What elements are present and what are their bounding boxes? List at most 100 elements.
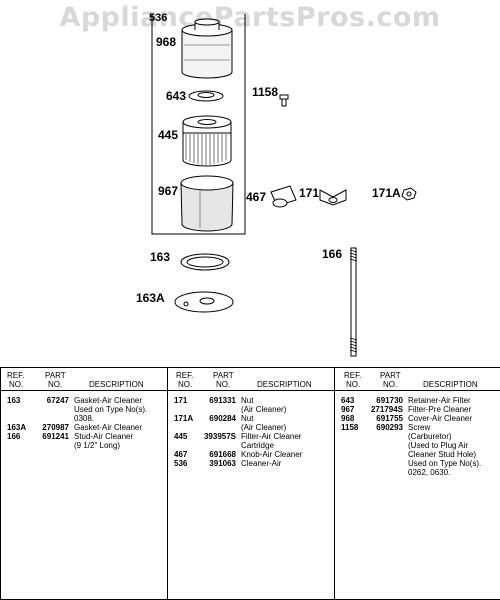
part-number: 690284 <box>209 414 236 423</box>
callout-643: 643 <box>166 89 187 103</box>
table-row: 0262, 0630. <box>335 468 500 477</box>
pre-cleaner-filter <box>180 175 234 232</box>
part-number: 690293 <box>376 423 403 432</box>
watermark: AppliancePartsPros.com <box>59 2 441 33</box>
ref-number: 968 <box>341 414 355 423</box>
part-description: (9 1/2" Long) <box>74 441 120 450</box>
ref-number: 171A <box>174 414 194 423</box>
ref-number: 171 <box>174 396 188 405</box>
part-number <box>363 459 403 468</box>
part-description: Filter-Air Cleaner <box>241 432 302 441</box>
part-number <box>363 450 403 459</box>
part-number <box>196 405 236 414</box>
part-description: Used on Type No(s). <box>74 405 148 414</box>
ref-number <box>168 405 196 414</box>
table-row: (Used to Plug Air <box>335 441 500 450</box>
ref-number <box>335 468 363 477</box>
header-ref-line2: NO. <box>178 380 193 389</box>
ref-number <box>168 441 196 450</box>
part-number: 691730 <box>376 396 403 405</box>
part-number <box>29 414 69 423</box>
part-description: Screw <box>408 423 431 432</box>
part-description: 0262, 0630. <box>408 468 451 477</box>
ref-number: 643 <box>341 396 355 405</box>
part-number: 691755 <box>376 414 403 423</box>
header-part-line2: NO. <box>383 380 398 389</box>
header-ref-line2: NO. <box>346 380 361 389</box>
table-row: (9 1/2" Long) <box>1 441 167 450</box>
part-description: Cartridge <box>241 441 274 450</box>
part-number <box>196 423 236 432</box>
part-description: Gasket-Air Cleaner <box>74 396 143 405</box>
knob-air-cleaner <box>270 185 297 208</box>
callout-536: 536 <box>149 12 168 24</box>
header-description: DESCRIPTION <box>423 380 478 389</box>
ref-number <box>335 432 363 441</box>
ref-number: 967 <box>341 405 355 414</box>
callout-171a: 171A <box>372 186 401 200</box>
table-row: 0308. <box>1 414 167 423</box>
part-description: (Used to Plug Air <box>408 441 469 450</box>
table-row: (Carburetor) <box>335 432 500 441</box>
ref-number <box>1 405 29 414</box>
callout-1158: 1158 <box>252 85 279 99</box>
ref-number <box>335 441 363 450</box>
part-description: Cleaner Stud Hole) <box>408 450 477 459</box>
table-row: Used on Type No(s). <box>1 405 167 414</box>
part-description: Stud-Air Cleaner <box>74 432 134 441</box>
part-number <box>363 441 403 450</box>
column-header: REF. NO. PART NO. DESCRIPTION <box>335 368 500 391</box>
part-number <box>29 441 69 450</box>
part-description: Cleaner-Air <box>241 459 282 468</box>
assembly-bracket <box>151 14 246 235</box>
header-ref-line1: REF. <box>344 371 362 380</box>
part-number: 391063 <box>209 459 236 468</box>
table-row: (Air Cleaner) <box>168 405 334 414</box>
table-row: (Air Cleaner) <box>168 423 334 432</box>
column-header: REF. NO. PART NO. DESCRIPTION <box>168 368 334 391</box>
table-row: Used on Type No(s). <box>335 459 500 468</box>
callout-467: 467 <box>246 190 267 204</box>
stud-air-cleaner <box>349 247 358 357</box>
gasket-163a <box>174 291 234 313</box>
screw-carburetor <box>279 94 289 107</box>
ref-number <box>335 450 363 459</box>
retainer-air-filter <box>188 90 224 102</box>
header-part-line2: NO. <box>48 380 63 389</box>
ref-number: 467 <box>174 450 188 459</box>
callout-445: 445 <box>158 128 179 142</box>
parts-column-3: REF. NO. PART NO. DESCRIPTION 643 691730 R… <box>334 367 500 600</box>
gasket-163 <box>180 253 230 271</box>
part-number <box>363 432 403 441</box>
callout-166: 166 <box>322 247 343 261</box>
part-number <box>196 441 236 450</box>
part-description: (Air Cleaner) <box>241 405 287 414</box>
header-ref-line2: NO. <box>9 380 24 389</box>
table-row: Cartridge <box>168 441 334 450</box>
header-description: DESCRIPTION <box>257 380 312 389</box>
ref-number: 445 <box>174 432 188 441</box>
part-number: 691241 <box>42 432 69 441</box>
part-number <box>29 405 69 414</box>
ref-number <box>335 459 363 468</box>
callout-171: 171 <box>299 186 320 200</box>
header-part-line1: PART <box>380 371 401 380</box>
wing-nut <box>319 189 347 206</box>
header-ref-line1: REF. <box>7 371 25 380</box>
